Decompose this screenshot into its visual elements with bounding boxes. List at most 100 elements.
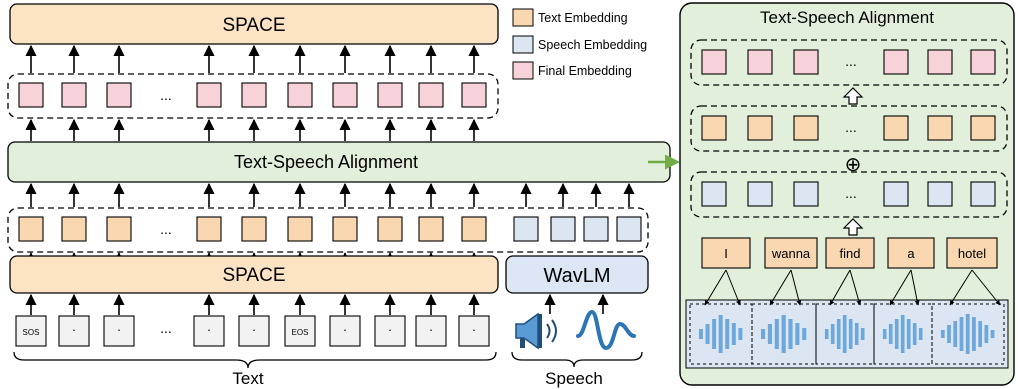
token-ellipsis: ... [160, 320, 172, 336]
detail-text-cells [701, 115, 996, 141]
wave-bar [882, 329, 887, 339]
arrows-input [25, 293, 609, 315]
text-embedding-cell [106, 216, 132, 242]
arrows-low [27, 252, 478, 261]
word-box [701, 237, 751, 269]
detail-final-cells [701, 49, 996, 75]
word-box [887, 237, 935, 269]
wave-bar [894, 319, 899, 349]
detail-speech-row [690, 171, 1008, 218]
wavlm-block [505, 255, 649, 294]
audio-segment [815, 303, 875, 365]
legend-swatch-final [512, 61, 534, 80]
wave-bar [842, 315, 847, 353]
wave-bar [795, 323, 800, 345]
text-embedding-cell [61, 216, 87, 242]
bottom-space-block [9, 255, 499, 294]
wave-bar [965, 314, 970, 354]
text-embedding-cell [461, 216, 487, 242]
final-embedding-cell [461, 82, 487, 108]
legend-label-final: Final Embedding [538, 64, 632, 78]
text-embedding-cell [241, 216, 267, 242]
text-group-label: Text [232, 369, 263, 388]
input-token-box [193, 315, 225, 347]
input-token-box [458, 315, 490, 347]
final-embedding-cell [287, 82, 313, 108]
input-token-label: · [429, 322, 433, 337]
word-label: I [724, 246, 728, 261]
speech-embedding-cell [927, 181, 953, 207]
hollow-up-arrow-icon-lower [842, 218, 864, 236]
alignment-link [910, 269, 920, 306]
wave-bar [802, 328, 807, 340]
wave-bar [947, 325, 951, 343]
final-embedding-cell [927, 49, 953, 75]
wavlm-label: WavLM [543, 265, 610, 287]
alignment-link [769, 269, 792, 306]
input-token-box [58, 315, 90, 347]
word-box [764, 237, 818, 269]
wave-bar [959, 317, 964, 351]
final-embedding-cell [18, 82, 44, 108]
input-token-label: · [207, 322, 211, 337]
legend-swatch-speech [512, 35, 534, 54]
text-embedding-cell [747, 115, 773, 141]
megaphone-icon [515, 312, 557, 350]
wave-bar [836, 319, 841, 349]
input-token-label: · [252, 322, 256, 337]
wave-bar [781, 315, 786, 353]
final-embedding-cells [18, 82, 487, 108]
detail-final-ellipsis: ... [845, 53, 857, 69]
audio-segment [931, 303, 1005, 365]
bottom-space-label: SPACE [222, 265, 285, 286]
wave-bar [738, 328, 743, 340]
hollow-up-arrow-icon [842, 87, 864, 105]
alignment-link [949, 269, 973, 306]
word-label: wanna [771, 246, 811, 261]
wave-bar [848, 319, 853, 349]
final-embedding-cell [701, 49, 727, 75]
detail-text-row [690, 105, 1008, 152]
alignment-bar-label: Text-Speech Alignment [234, 152, 418, 172]
text-embedding-cell [701, 115, 727, 141]
speech-embedding-cell [513, 216, 539, 242]
text-embedding-cell [970, 115, 996, 141]
final-embedding-row [7, 73, 499, 119]
wave-bar [824, 329, 829, 339]
speech-embedding-cell [970, 181, 996, 207]
top-space-label: SPACE [222, 15, 285, 36]
arrows-mid-upper [25, 118, 480, 141]
alignment-link [971, 269, 1001, 306]
plus-icon: ⊕ [845, 154, 862, 176]
wave-bar [888, 324, 893, 344]
final-embedding-cell [883, 49, 909, 75]
legend-swatch-text [512, 8, 534, 27]
input-token-box [238, 315, 270, 347]
wave-bar [984, 325, 989, 343]
wave-bar [725, 319, 730, 349]
wave-bar [854, 323, 859, 345]
input-token-label: · [388, 322, 392, 337]
text-embedding-cell [332, 216, 358, 242]
alignment-detail-title: Text-Speech Alignment [760, 8, 934, 27]
final-embedding-cell [970, 49, 996, 75]
word-label: a [907, 246, 915, 261]
wave-bar [767, 324, 772, 344]
wave-bar [953, 321, 958, 347]
wave-bar [990, 330, 995, 338]
wave-bar [978, 321, 982, 347]
input-token-label: SOS [23, 328, 40, 337]
input-token-box [284, 315, 316, 347]
wave-bar [698, 329, 703, 339]
wave-bar [774, 319, 779, 349]
final-row-ellipsis: ... [160, 87, 172, 103]
legend-label-text: Text Embedding [538, 11, 628, 25]
word-box [946, 237, 998, 269]
embedding-row-ellipsis: ... [160, 221, 172, 237]
wave-bar [761, 329, 766, 339]
speech-group-label: Speech [545, 369, 603, 388]
input-token-label: · [472, 322, 476, 337]
alignment-detail-panel [679, 2, 1015, 386]
